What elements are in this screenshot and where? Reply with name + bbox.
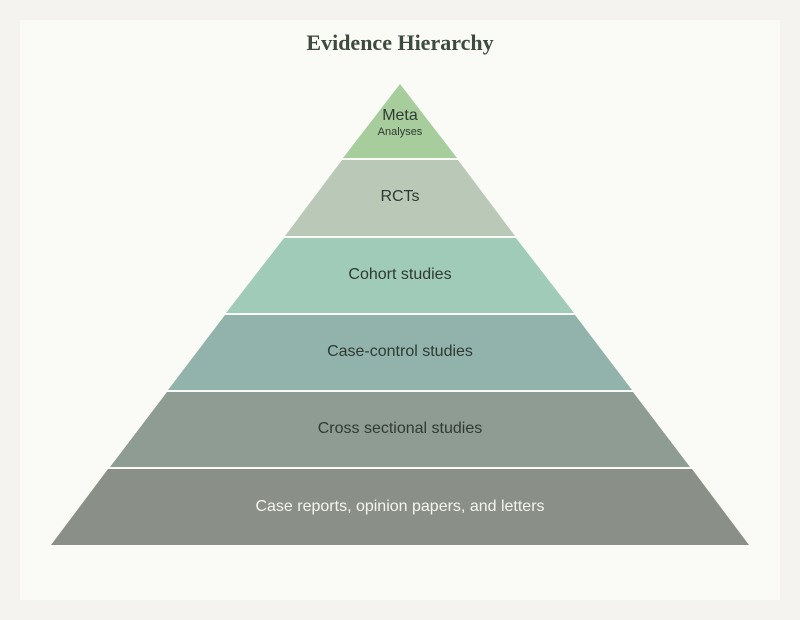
- pyramid-layer-case-control: [168, 315, 632, 390]
- pyramid-layer-rcts: [285, 160, 515, 236]
- pyramid-layer-meta-analyses: [343, 84, 457, 158]
- pyramid-layer-cross-sectional: [110, 392, 690, 467]
- diagram-title: Evidence Hierarchy: [306, 30, 494, 55]
- pyramid-layer-case-reports: [51, 469, 749, 545]
- pyramid-layer-cohort: [226, 238, 574, 313]
